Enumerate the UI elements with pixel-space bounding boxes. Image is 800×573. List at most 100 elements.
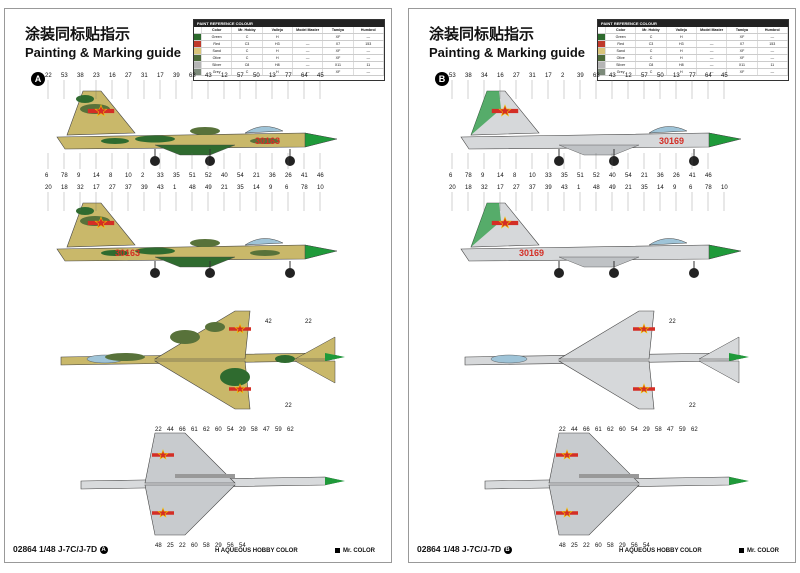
paint-reference-cell: — — [354, 69, 384, 75]
callout-number: 64 — [301, 73, 308, 79]
paint-reference-cell: H — [263, 55, 293, 61]
wing-insignia-bottom — [157, 507, 169, 518]
callout-number: 58 — [251, 427, 258, 433]
callout-number: 48 — [189, 185, 196, 191]
paint-swatch — [598, 55, 606, 61]
callout-number: 16 — [109, 73, 116, 79]
callout-number: 78 — [301, 185, 308, 191]
serial-number: 30169 — [519, 248, 544, 258]
callout-number: 2 — [141, 173, 145, 179]
wing — [558, 256, 640, 268]
paint-reference-cell: Green — [606, 34, 637, 40]
callout-number: 27 — [109, 185, 116, 191]
camo-blotch — [76, 207, 94, 215]
painting-guide-page-b: 涂装同标贴指示 Painting & Marking guide PAINT R… — [408, 8, 796, 563]
callout-number: 22 — [583, 543, 590, 549]
camo-blotch — [101, 138, 129, 144]
serial-number: 30163 — [115, 248, 140, 258]
callout-number: 6 — [449, 173, 453, 179]
paint-reference-cell: H8 — [667, 62, 697, 68]
callout-number: 13 — [673, 73, 680, 79]
callout-number: 44 — [571, 427, 578, 433]
tail-stripe — [471, 91, 501, 135]
painting-guide-page-a: 涂装同标贴指示 Painting & Marking guide PAINT R… — [4, 8, 392, 563]
callout-number: 57 — [641, 73, 648, 79]
callout-number: 54 — [227, 427, 234, 433]
canopy — [648, 126, 688, 134]
paint-reference-cell: X7 — [323, 41, 354, 47]
paint-reference-cell: H — [667, 55, 697, 61]
nose-cone — [304, 244, 338, 260]
callout-number: 22 — [669, 319, 676, 325]
callout-number: 66 — [583, 427, 590, 433]
callout-number: 17 — [497, 185, 504, 191]
paint-reference-cell: — — [697, 55, 728, 61]
page-title-cn: 涂装同标贴指示 — [429, 25, 535, 43]
paint-reference-header-cell: Humbrol — [354, 27, 384, 33]
wheel — [150, 268, 160, 278]
wheel — [554, 268, 564, 278]
callout-number: 36 — [269, 173, 276, 179]
paint-reference-cell: H — [263, 69, 293, 75]
canopy — [648, 238, 688, 246]
callout-number: 6 — [689, 185, 693, 191]
callout-number: 62 — [287, 427, 294, 433]
callout-number: 53 — [449, 73, 456, 79]
paint-reference-cell: XF — [323, 55, 354, 61]
callout-number: 51 — [577, 173, 584, 179]
callout-number: 25 — [167, 543, 174, 549]
paint-reference-cell: C8 — [636, 62, 667, 68]
paint-reference-cell: — — [293, 41, 324, 47]
stabilizer-right — [294, 360, 336, 384]
nose-top — [729, 353, 749, 361]
callout-number: 60 — [595, 543, 602, 549]
callout-number: 54 — [631, 427, 638, 433]
paint-reference-cell: C — [636, 34, 667, 40]
callout-number: 22 — [45, 73, 52, 79]
paint-reference-cell: H — [667, 69, 697, 75]
paint-reference-cell: H3 — [263, 41, 293, 47]
scheme-badge: B — [435, 72, 449, 86]
callout-number: 46 — [705, 173, 712, 179]
fuel-tank — [175, 474, 235, 478]
callout-number: 17 — [93, 185, 100, 191]
callout-number: 12 — [625, 73, 632, 79]
callout-number: 22 — [155, 427, 162, 433]
wing-insignia-top — [638, 383, 650, 394]
paint-reference-header-cell: Color — [202, 27, 233, 33]
paint-reference-cell: X7 — [727, 41, 758, 47]
callout-number: 8 — [513, 173, 517, 179]
callout-number: 77 — [285, 73, 292, 79]
paint-reference-cell: Olive — [202, 55, 233, 61]
callout-number: 41 — [301, 173, 308, 179]
national-insignia — [94, 216, 108, 229]
stabilizer-right — [698, 360, 740, 384]
callout-number: 6 — [45, 173, 49, 179]
callout-number: 49 — [609, 185, 616, 191]
callout-number: 57 — [237, 73, 244, 79]
callout-number: 38 — [77, 73, 84, 79]
nose-bottom — [729, 477, 749, 485]
wing-underside-left — [548, 432, 640, 484]
paint-reference-cell: C — [232, 69, 263, 75]
wheel — [285, 156, 295, 166]
callout-number: 62 — [607, 427, 614, 433]
wing-left — [153, 310, 251, 360]
paint-reference-cell: XF — [323, 69, 354, 75]
paint-reference-cell: XF — [727, 69, 758, 75]
callout-number: 50 — [657, 73, 664, 79]
wing-insignia-top — [638, 323, 650, 334]
paint-swatch — [194, 41, 202, 47]
page-title-en: Painting & Marking guide — [25, 45, 182, 60]
